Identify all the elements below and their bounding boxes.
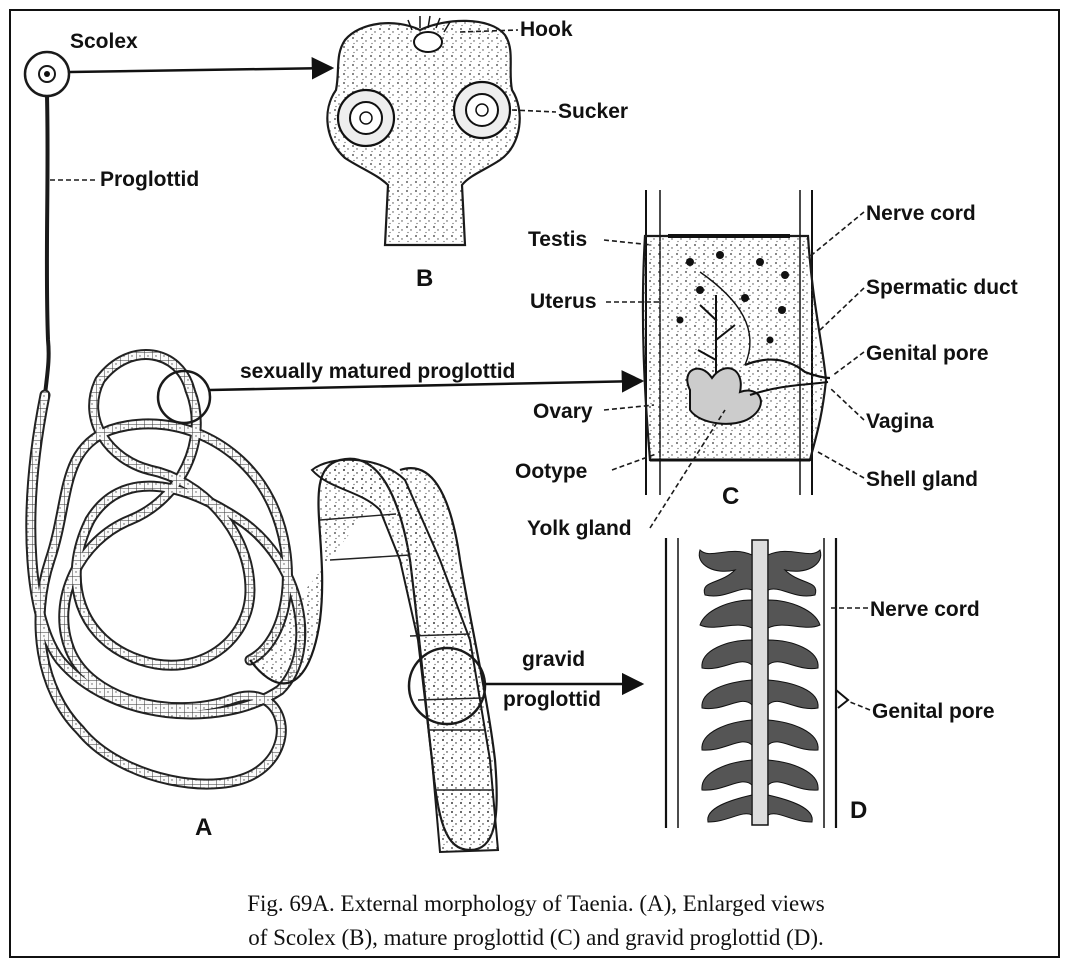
label-gravid-line2: proglottid [503,688,601,711]
label-hook: Hook [520,18,573,41]
leader-nerve-cord-c [808,212,864,258]
leader-shell-gland [818,452,864,478]
caption-line-2: of Scolex (B), mature proglottid (C) and… [248,925,824,950]
leader-genital-pore-d [850,702,870,710]
label-testis: Testis [528,228,587,251]
label-nerve-cord-c: Nerve cord [866,202,976,225]
scolex-center-dot [44,71,50,77]
panel-b-scolex: B [327,16,519,292]
label-genital-pore-d: Genital pore [872,700,995,723]
uterine-stem [752,540,768,825]
leader-vagina [830,388,864,420]
caption-line-1: Fig. 69A. External morphology of Taenia.… [247,891,825,916]
sucker-left-icon [338,90,394,146]
label-nerve-cord-d: Nerve cord [870,598,980,621]
panel-letter-d: D [850,797,867,824]
label-mature-proglottid: sexually matured proglottid [240,360,515,383]
label-gravid-line1: gravid [522,648,585,671]
label-genital-pore-c: Genital pore [866,342,989,365]
panel-c-mature-proglottid: C [643,190,830,510]
mature-segment-body [643,236,826,460]
rostellum [414,32,442,52]
panel-letter-b: B [416,265,433,292]
neck-strand [45,96,49,395]
sucker-right-icon [454,82,510,138]
label-vagina: Vagina [866,410,934,433]
panel-letter-a: A [195,814,212,841]
label-ovary: Ovary [533,400,593,423]
label-ootype: Ootype [515,460,587,483]
leader-genital-pore-c [832,352,864,376]
label-spermatic-duct: Spermatic duct [866,276,1018,299]
arrow-scolex-to-b [70,68,332,72]
label-sucker: Sucker [558,100,628,123]
panel-letter-c: C [722,483,739,510]
label-uterus: Uterus [530,290,597,313]
label-yolk-gland: Yolk gland [527,517,632,540]
label-scolex: Scolex [70,30,138,53]
leader-spermatic-duct [820,288,864,330]
label-shell-gland: Shell gland [866,468,978,491]
label-proglottid: Proglottid [100,168,199,191]
panel-d-gravid-proglottid: D [664,538,867,828]
